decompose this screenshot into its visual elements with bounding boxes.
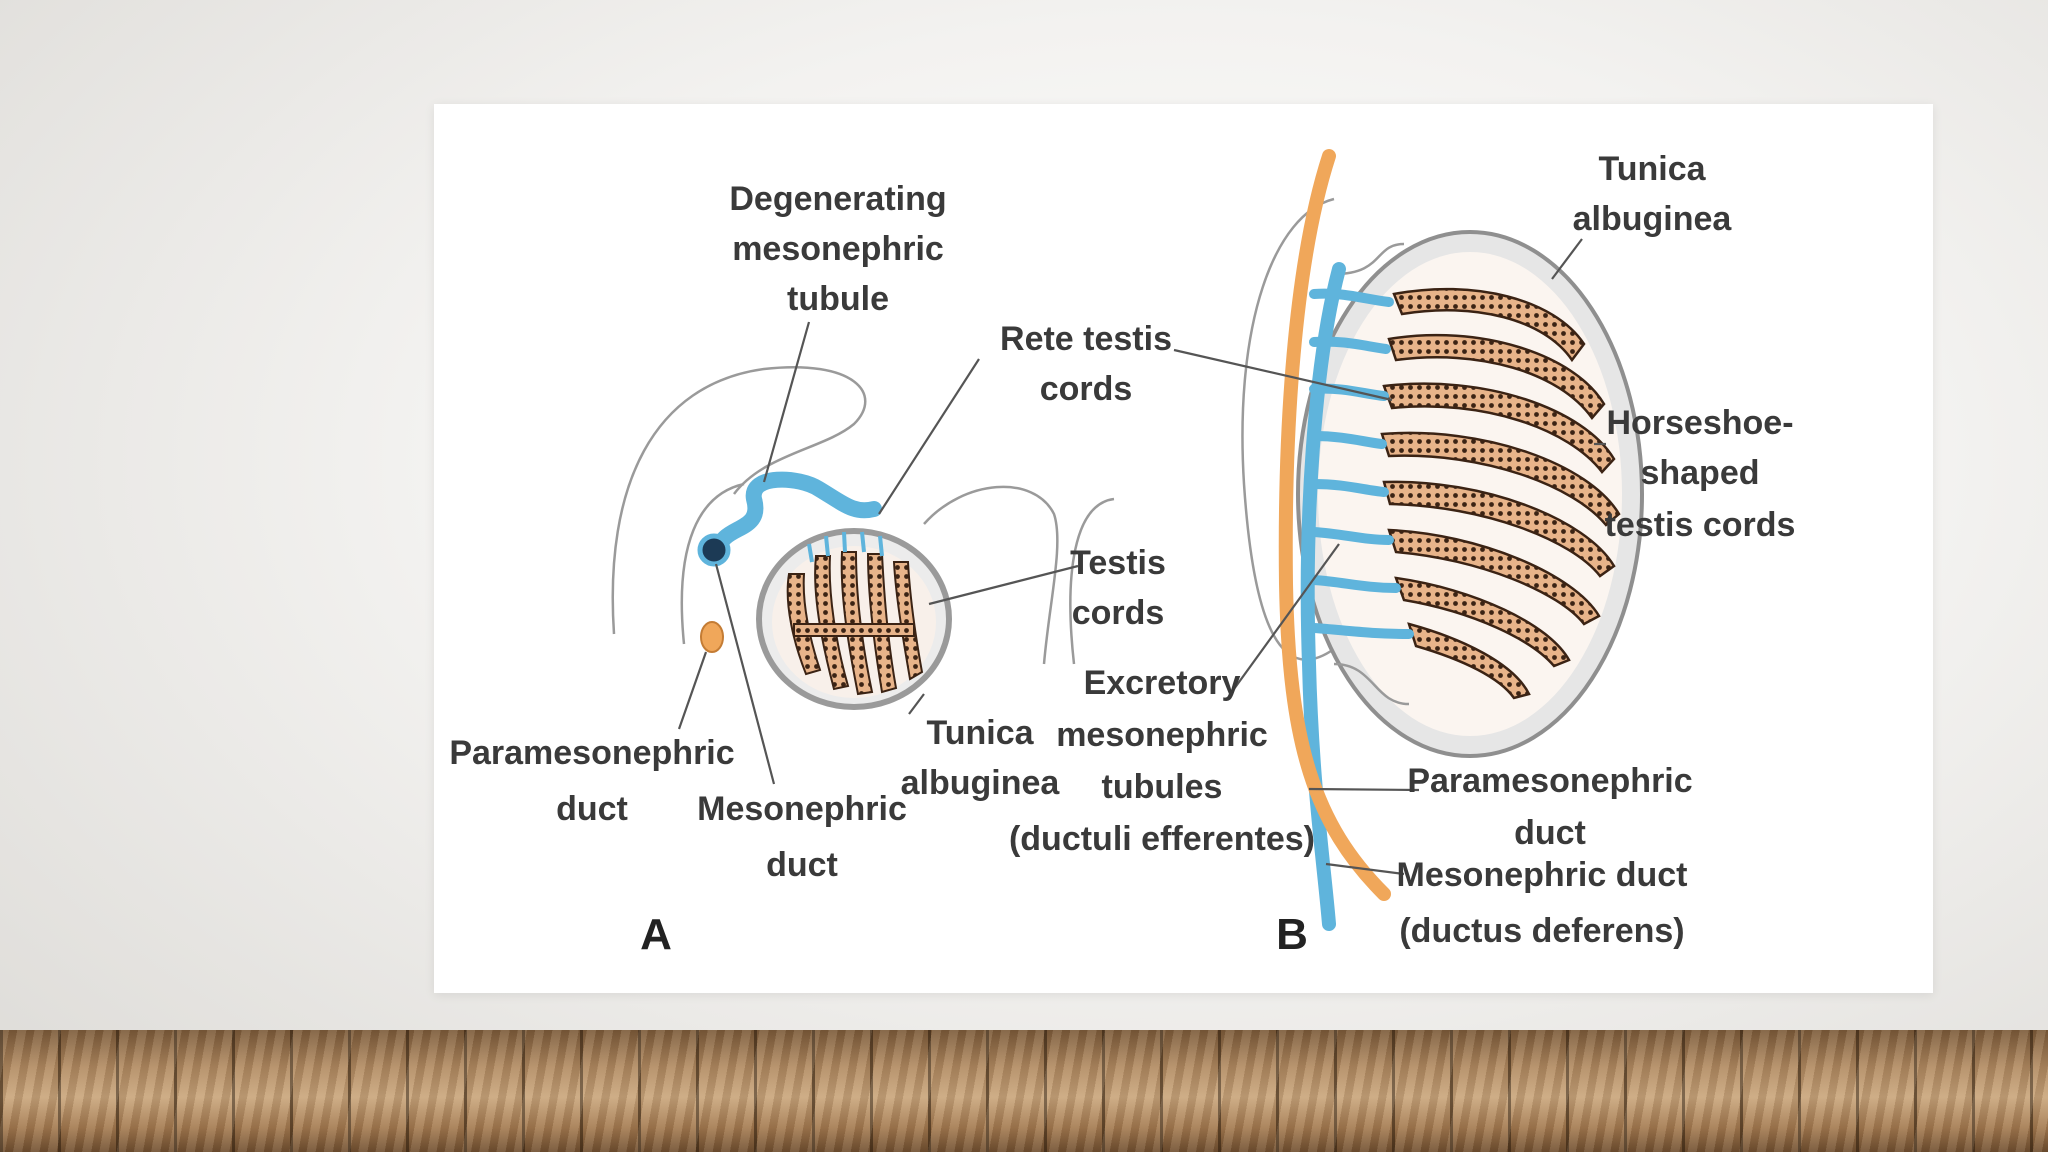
a-degenerating-tubule — [711, 471, 882, 560]
a-degenerating-label-2: mesonephric — [732, 230, 944, 268]
testis-development-diagram: Degenerating mesonephric tubule Rete tes… — [449, 149, 1796, 959]
panel-a: Degenerating mesonephric tubule Rete tes… — [449, 180, 1172, 959]
a-body-wall-outline — [611, 366, 867, 635]
b-horseshoe-label-1: Horseshoe- — [1606, 404, 1793, 442]
b-neck — [1333, 242, 1410, 706]
a-tunica-label-2: albuginea — [901, 764, 1061, 802]
panel-b: Tunica albuginea Horseshoe- shaped testi… — [1009, 149, 1796, 959]
a-rete-cords — [807, 531, 884, 563]
b-excretory-label-3: tubules — [1102, 768, 1223, 806]
panel-b-letter: B — [1276, 910, 1308, 959]
a-testis-cords — [786, 551, 924, 696]
b-leader-lines — [1173, 238, 1606, 876]
b-tunica-label-1: Tunica — [1598, 150, 1706, 188]
b-excretory-label-2: mesonephric — [1056, 716, 1268, 754]
a-testis-cords-label-1: Testis — [1070, 544, 1166, 582]
b-horseshoe-label-3: testis cords — [1605, 506, 1796, 544]
a-paramesonephric-label-2: duct — [556, 790, 628, 828]
b-horseshoe-label-2: shaped — [1640, 454, 1759, 492]
a-paramesonephric-duct-section — [700, 621, 724, 653]
a-coelom-outline — [680, 482, 745, 645]
wooden-floor — [0, 1030, 2048, 1152]
a-mesonephric-label-2: duct — [766, 846, 838, 884]
b-paramesonephric-label-2: duct — [1514, 814, 1586, 852]
a-paramesonephric-label-1: Paramesonephric — [449, 734, 734, 772]
b-horseshoe-cords — [1380, 287, 1621, 700]
b-paramesonephric-duct — [1278, 149, 1391, 901]
b-tunica-label-2: albuginea — [1573, 200, 1733, 238]
a-testis-cords-label-2: cords — [1072, 594, 1165, 632]
a-rete-label-1: Rete testis — [1000, 320, 1172, 358]
wood-grain — [0, 1030, 2048, 1152]
a-mesonephric-duct-section — [697, 533, 731, 567]
a-rete-label-2: cords — [1040, 370, 1133, 408]
a-tunica-label-1: Tunica — [926, 714, 1034, 752]
diagram-panel: Degenerating mesonephric tubule Rete tes… — [434, 104, 1933, 993]
b-mesonephric-label-2: (ductus deferens) — [1399, 912, 1684, 950]
a-mesonephric-label-1: Mesonephric — [697, 790, 907, 828]
b-mesonephric-duct — [1300, 262, 1346, 931]
b-mesonephric-label-1: Mesonephric duct — [1397, 856, 1688, 894]
a-right-outline — [1069, 497, 1115, 665]
a-degenerating-label-3: tubule — [787, 280, 889, 318]
a-degenerating-label-1: Degenerating — [729, 180, 946, 218]
b-paramesonephric-label-1: Paramesonephric — [1407, 762, 1692, 800]
b-excretory-label-4: (ductuli efferentes) — [1009, 820, 1315, 858]
a-leader-lines — [677, 321, 1079, 785]
panel-a-letter: A — [640, 910, 672, 959]
a-mesentery-outline — [923, 485, 1059, 665]
b-excretory-label-1: Excretory — [1084, 664, 1241, 702]
